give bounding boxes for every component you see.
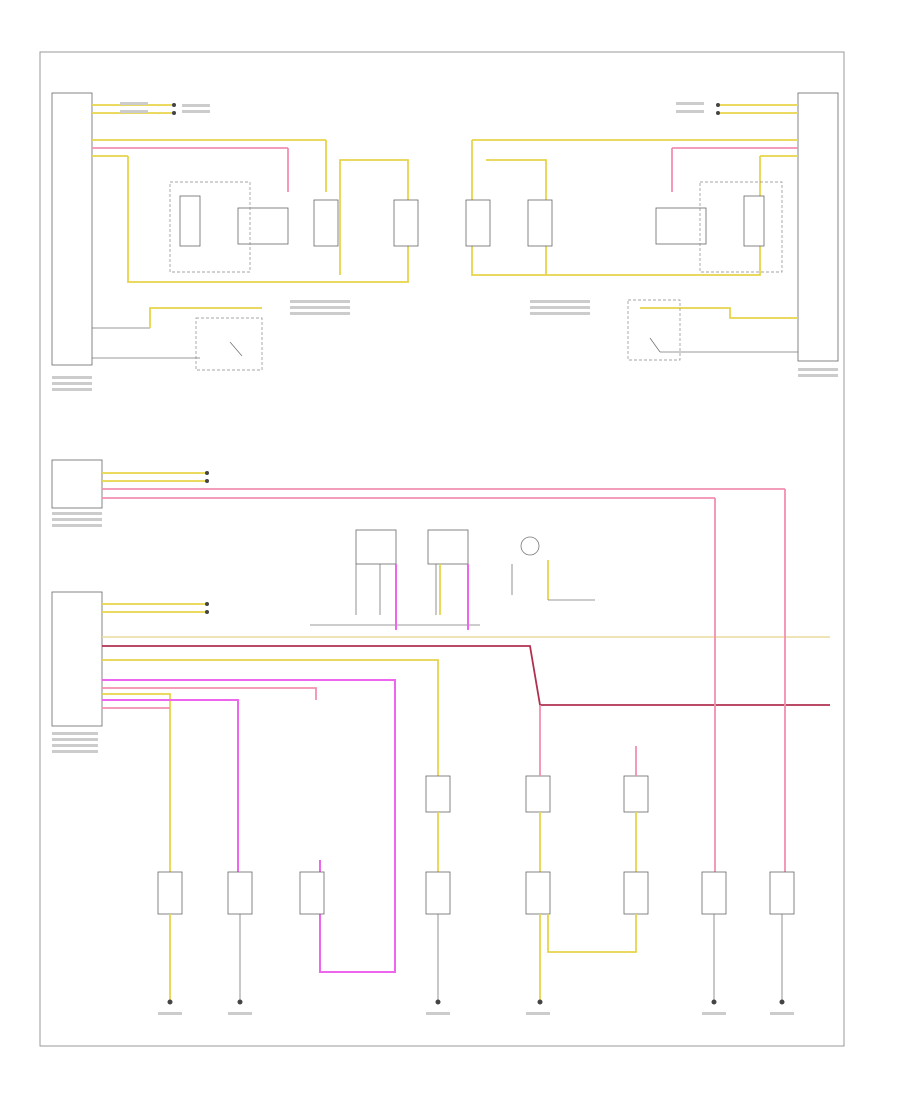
right-bulb-component	[465, 199, 491, 247]
left-door-switch	[92, 307, 263, 371]
top-left-section	[51, 92, 419, 391]
lower-right-components	[701, 489, 795, 1005]
left-module-component-1	[179, 195, 201, 247]
middle-section	[51, 459, 785, 630]
left-control-unit	[237, 207, 289, 245]
top-right-labels	[530, 102, 838, 377]
middle-connector-wires	[102, 471, 785, 499]
lower-left-switches	[157, 871, 325, 1005]
lower-connector-wires	[102, 602, 830, 973]
front-left-module-box	[51, 92, 93, 366]
right-module-component-1	[743, 195, 765, 247]
center-lamp-units	[310, 529, 595, 630]
front-right-module-box	[797, 92, 839, 362]
right-control-unit	[655, 207, 707, 245]
right-switch-component	[527, 199, 553, 247]
comfort-module-box	[51, 591, 103, 727]
top-left-labels	[52, 102, 350, 391]
top-right-connector-wires	[472, 103, 798, 157]
left-switch-component	[393, 199, 419, 247]
lower-section	[51, 489, 830, 1015]
top-right-section	[465, 92, 839, 377]
diagram-frame	[39, 51, 845, 1047]
lower-labels	[52, 732, 794, 1015]
left-bulb-component	[313, 199, 339, 247]
right-door-switch	[627, 299, 798, 361]
onboard-module-box	[51, 459, 103, 509]
lower-middle-components	[425, 705, 649, 1005]
top-left-connector-wires	[92, 103, 326, 157]
